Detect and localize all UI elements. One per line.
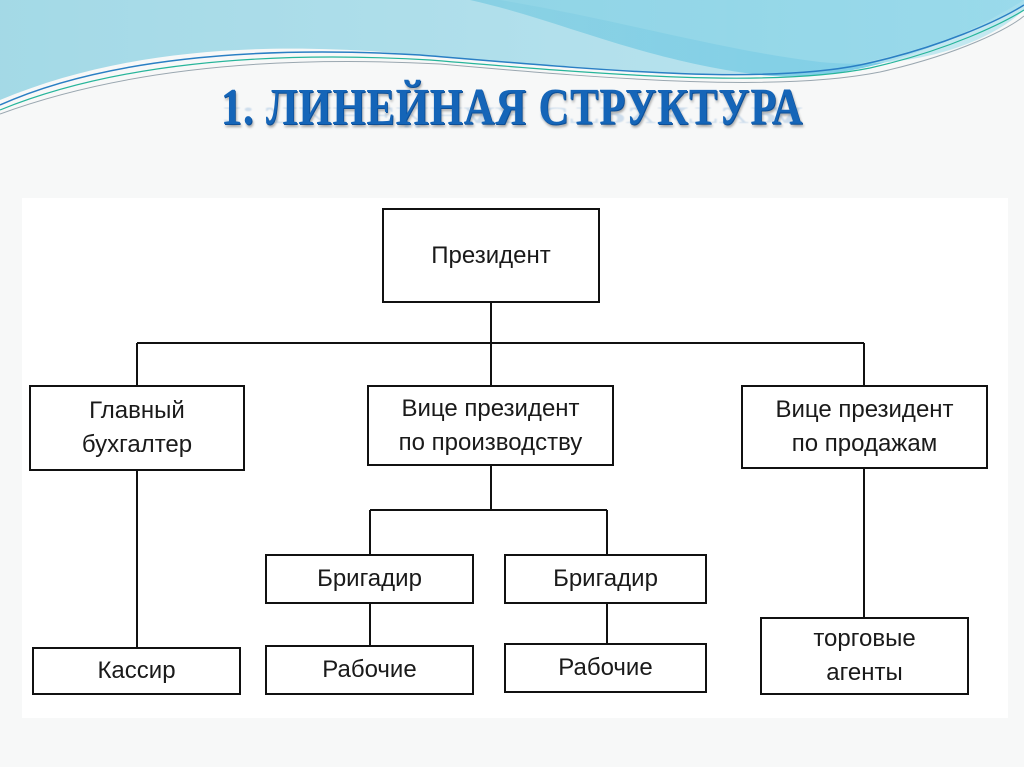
node-cashier: Кассир — [32, 647, 241, 695]
node-foreman-2: Бригадир — [504, 554, 707, 604]
node-sales-agents: торговые агенты — [760, 617, 969, 695]
node-vp-production: Вице президент по производству — [367, 385, 614, 466]
decorative-wave-header — [0, 0, 1024, 115]
node-workers-1: Рабочие — [265, 645, 474, 695]
node-president: Президент — [382, 208, 600, 303]
node-vp-sales: Вице президент по продажам — [741, 385, 988, 469]
node-foreman-1: Бригадир — [265, 554, 474, 604]
slide-title: 1. ЛИНЕЙНАЯ СТРУКТУРА — [220, 79, 804, 136]
node-workers-2: Рабочие — [504, 643, 707, 693]
node-chief-accountant: Главный бухгалтер — [29, 385, 245, 471]
